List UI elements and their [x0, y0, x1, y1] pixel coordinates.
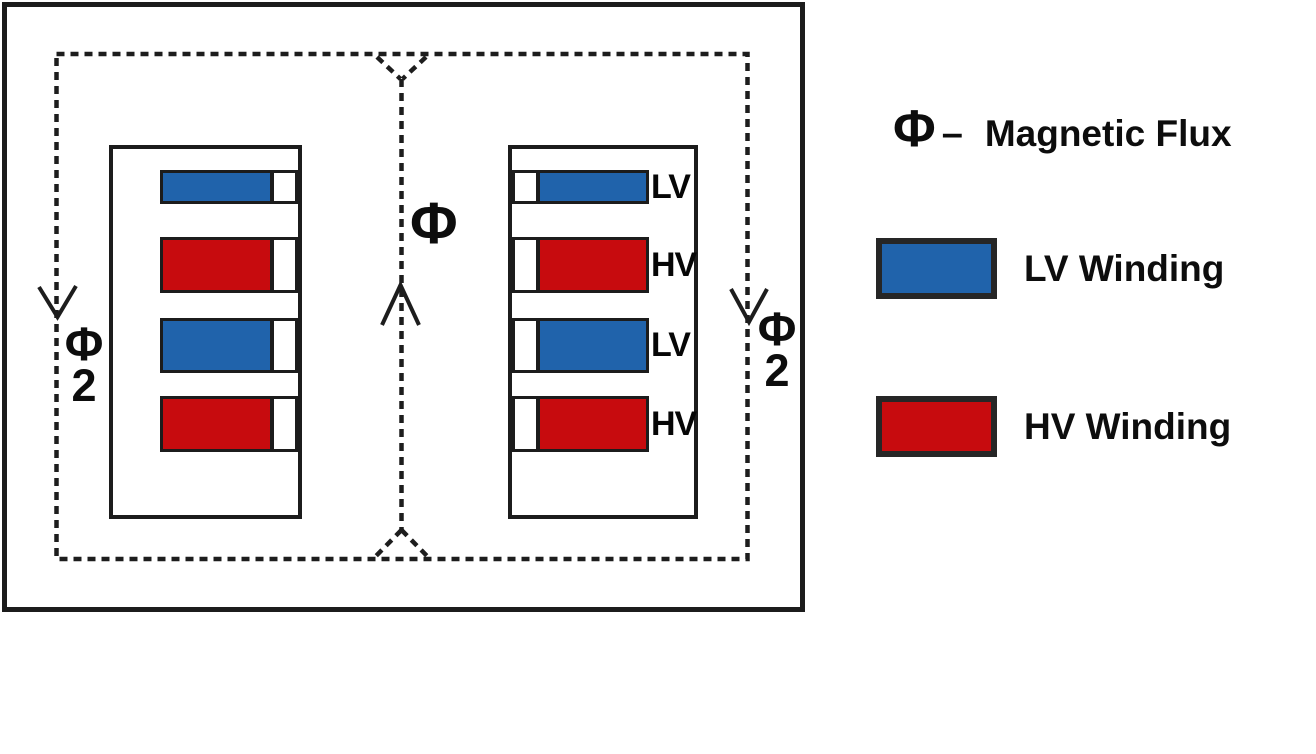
right-flux-fraction: Φ 2: [756, 302, 798, 396]
winding-notch: [515, 240, 536, 290]
legend-flux-symbol: Φ: [893, 100, 936, 158]
winding-notch: [274, 240, 295, 290]
legend-lv-label: LV Winding: [1024, 247, 1225, 289]
right-winding-row-lv2: [512, 318, 649, 373]
legend-lv-swatch: [876, 238, 997, 299]
left-winding-row-lv1: [160, 170, 298, 204]
right-winding-row-lv1: [512, 170, 649, 204]
right-winding-row-hv2: [512, 396, 649, 452]
center-flux-label: Φ: [410, 191, 458, 256]
left-winding-row-hv1: [160, 237, 298, 293]
lv-winding-block: [536, 321, 646, 370]
winding-notch: [274, 173, 295, 201]
winding-notch: [515, 173, 536, 201]
left-flux-denominator: 2: [71, 360, 97, 411]
hv-winding-block: [163, 240, 274, 290]
legend-hv-label: HV Winding: [1024, 405, 1232, 447]
left-core-window: [109, 145, 302, 519]
lv-winding-block: [163, 173, 274, 201]
winding-label-hv1: HV: [651, 245, 697, 284]
hv-winding-block: [163, 399, 274, 449]
legend-hv-swatch: [876, 396, 997, 457]
winding-notch: [274, 321, 295, 370]
left-winding-row-lv2: [160, 318, 298, 373]
left-flux-fraction: Φ 2: [63, 317, 105, 411]
winding-label-hv2: HV: [651, 404, 697, 443]
hv-winding-block: [536, 399, 646, 449]
winding-label-lv1: LV: [651, 167, 691, 206]
legend-flux-label: Magnetic Flux: [984, 113, 1232, 154]
right-winding-row-hv1: [512, 237, 649, 293]
winding-notch: [515, 321, 536, 370]
lv-winding-block: [163, 321, 274, 370]
right-flux-denominator: 2: [764, 345, 790, 396]
legend-flux-row: Φ – Magnetic Flux: [893, 103, 1232, 156]
legend-flux-dash: –: [941, 113, 963, 155]
lv-winding-block: [536, 173, 646, 201]
winding-notch: [274, 399, 295, 449]
left-winding-row-hv2: [160, 396, 298, 452]
hv-winding-block: [536, 240, 646, 290]
right-core-window: LV HV LV HV: [508, 145, 698, 519]
right-flux-numerator: Φ: [757, 302, 797, 355]
winding-notch: [515, 399, 536, 449]
winding-label-lv2: LV: [651, 326, 691, 364]
left-flux-numerator: Φ: [64, 317, 104, 370]
